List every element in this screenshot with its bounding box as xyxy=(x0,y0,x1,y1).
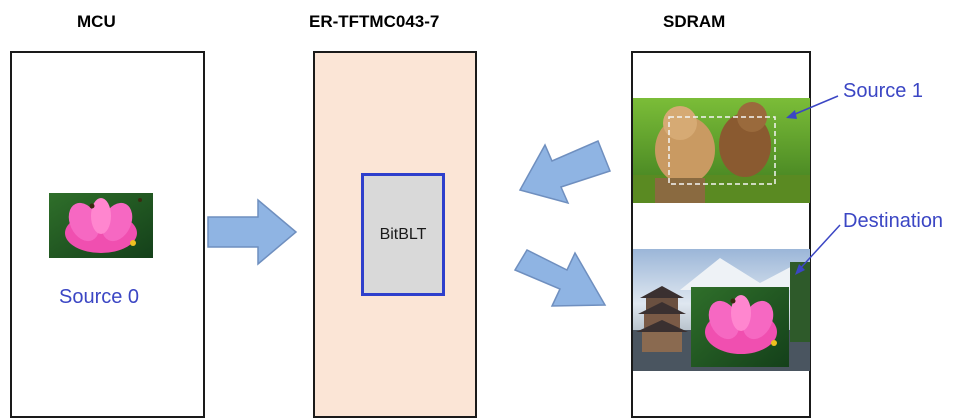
sdram-title: SDRAM xyxy=(663,12,726,31)
arrow-sdram-to-controller xyxy=(518,140,611,205)
arrow-mcu-to-controller xyxy=(207,198,298,266)
mcu-title: MCU xyxy=(77,12,116,31)
destination-image xyxy=(633,249,810,371)
destination-label: Destination xyxy=(843,210,944,232)
source0-label: Source 0 xyxy=(59,286,140,308)
controller-title: ER-TFTMC043-7 xyxy=(309,12,440,31)
source0-image xyxy=(49,193,153,258)
bitblt-label: BitBLT xyxy=(379,225,427,243)
source1-pointer-arrow xyxy=(786,95,839,119)
bitblt-block: BitBLT xyxy=(361,173,445,296)
source1-image xyxy=(633,98,810,203)
arrow-controller-to-sdram xyxy=(513,249,607,307)
source1-label: Source 1 xyxy=(843,80,924,102)
destination-pointer-arrow xyxy=(795,224,841,275)
